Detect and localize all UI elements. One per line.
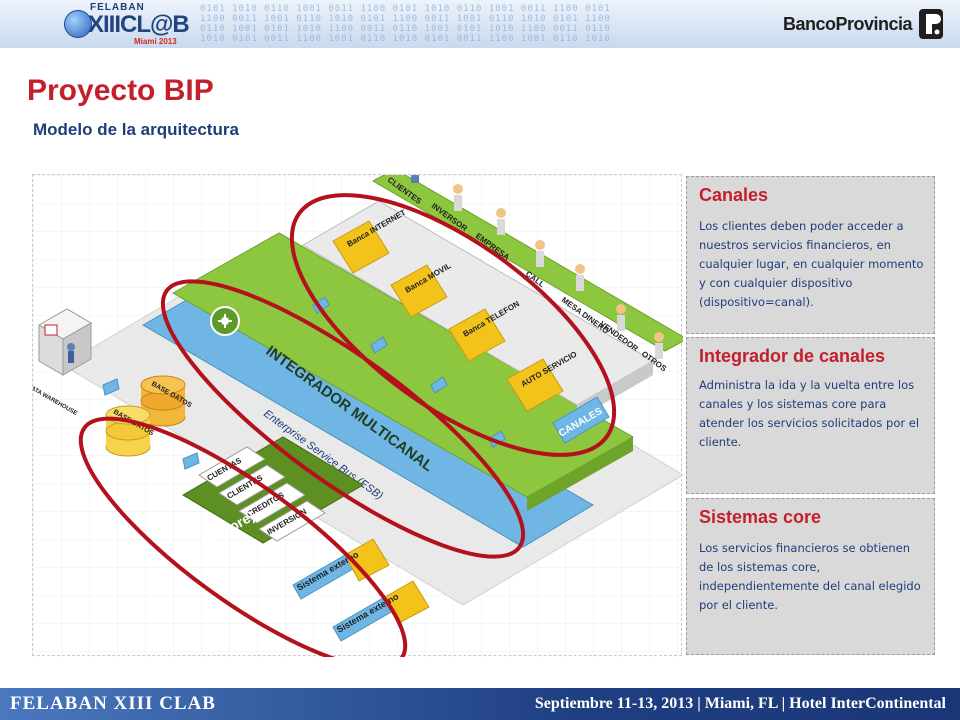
panel-canales: Canales Los clientes deben poder acceder… [686, 176, 935, 334]
architecture-diagram: DATA WAREHOUSE BASE DATOS BASE DATOS INT… [32, 174, 683, 657]
channels-label-badge [552, 396, 610, 444]
integrator-gear-icon [210, 306, 240, 336]
channel-blocks [332, 220, 564, 412]
bank-emblem-icon [919, 9, 943, 39]
panel-canales-text: Los clientes deben poder acceder a nuest… [699, 219, 924, 309]
logo-clab-word: XIIICL@B [88, 11, 190, 38]
footer-event-details: Septiembre 11-13, 2013 | Miami, FL | Hot… [534, 695, 946, 712]
globe-icon [64, 10, 92, 38]
core-service-blocks [198, 446, 326, 542]
bank-name: BancoProvincia [782, 13, 913, 34]
channel-people-strip [371, 175, 683, 352]
panel-sistemas-title: Sistemas core [699, 507, 822, 527]
panel-sistemas: Sistemas core Los servicios financieros … [686, 498, 935, 655]
footer-event-name: FELABAN XIII CLAB [10, 693, 216, 714]
panel-integrador-title: Integrador de canales [699, 346, 886, 366]
panel-sistemas-text: Los servicios financieros se obtienen de… [699, 541, 921, 612]
page-title: Proyecto BIP [27, 74, 214, 107]
header-banner: 0101 1010 0110 1001 0011 1100 0101 1010 … [0, 0, 960, 48]
footer-bar: FELABAN XIII CLAB Septiembre 11-13, 2013… [0, 688, 960, 720]
channel-people-figures [411, 175, 664, 359]
felaban-clab-logo: FELABAN XIIICL@B Miami 2013 [64, 0, 194, 48]
highlight-ellipses [78, 193, 617, 657]
banner-binary-pattern: 0101 1010 0110 1001 0011 1100 0101 1010 … [200, 4, 611, 44]
panel-integrador: Integrador de canales Administra la ida … [686, 337, 935, 494]
logo-felaban-word: FELABAN [90, 2, 145, 13]
logo-miami-word: Miami 2013 [134, 37, 177, 46]
panel-canales-title: Canales [699, 185, 769, 205]
banco-provincia-logo: BancoProvincia [783, 6, 944, 42]
page-subtitle: Modelo de la arquitectura [33, 120, 239, 139]
data-warehouse [38, 308, 92, 376]
architecture-diagram-svg: DATA WAREHOUSE BASE DATOS BASE DATOS INT… [33, 175, 683, 657]
connector-arrows [102, 296, 506, 470]
panel-integrador-text: Administra la ida y la vuelta entre los … [699, 378, 920, 449]
